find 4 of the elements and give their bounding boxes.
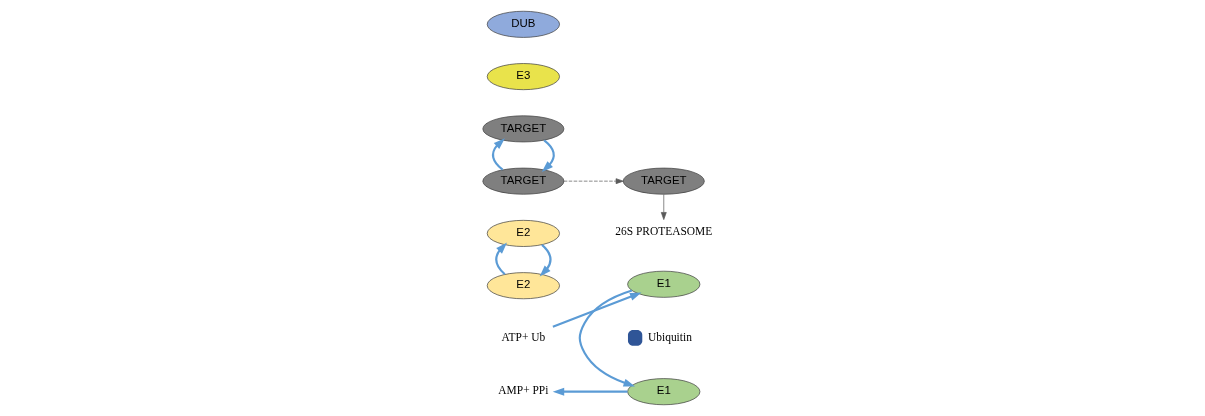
node-text: 26S PROTEASOME — [615, 225, 713, 238]
legend-label: Ubiquitin — [648, 330, 692, 343]
node-text: AMP+ PPi — [498, 384, 549, 397]
node-text: ATP+ Ub — [501, 330, 546, 343]
